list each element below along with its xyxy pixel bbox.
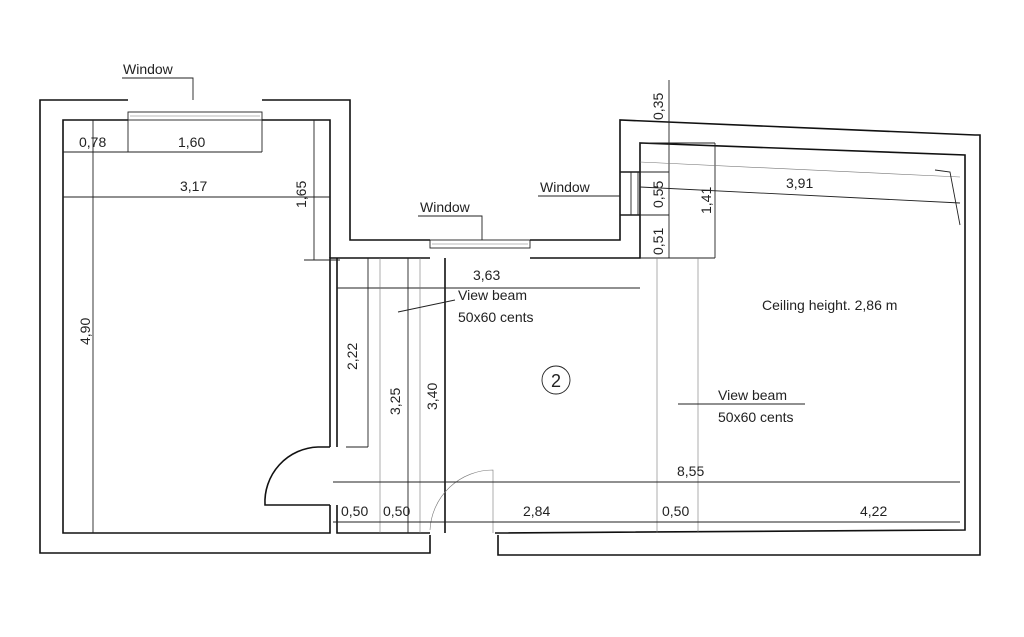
room-number-marker: 2 (541, 365, 571, 395)
dim-label: 2,22 (344, 343, 360, 370)
dimension-lines (63, 80, 961, 533)
window-label-right: Window (538, 179, 620, 197)
dim-label: 0,50 (662, 503, 689, 519)
dim-label: 0,55 (650, 181, 666, 208)
dim-label: 3,63 (473, 267, 500, 283)
dim-label: 3,25 (387, 388, 403, 415)
dim-label: 3,17 (180, 178, 207, 194)
dim-label: 0,78 (79, 134, 106, 150)
dim-label: 1,41 (698, 187, 714, 214)
window-left (127, 111, 263, 121)
dim-label: 4,22 (860, 503, 887, 519)
beam-label-2: View beam (718, 387, 787, 403)
window-label-middle: Window (418, 199, 483, 240)
dim-label: 8,55 (677, 463, 704, 479)
door-center (429, 469, 494, 533)
beam-size-2: 50x60 cents (718, 409, 794, 425)
dim-label: 1,60 (178, 134, 205, 150)
dim-label: 0,50 (341, 503, 368, 519)
room-number: 2 (551, 371, 561, 391)
door-left (264, 446, 330, 506)
dim-label: 1,65 (293, 181, 309, 208)
dim-label: 3,40 (424, 383, 440, 410)
beam-size-1: 50x60 cents (458, 309, 534, 325)
window-right (630, 171, 639, 216)
dim-label: 0,50 (383, 503, 410, 519)
dim-label: 2,84 (523, 503, 550, 519)
dim-label: 0,51 (650, 228, 666, 255)
window-label: Window (420, 199, 471, 215)
dimension-labels: 0,78 1,60 3,17 3,63 3,91 8,55 0,50 0,50 … (77, 93, 887, 519)
dim-label: 0,35 (650, 93, 666, 120)
beam-label-1: View beam (458, 287, 527, 303)
window-label: Window (540, 179, 591, 195)
outer-walls (39, 99, 981, 556)
window-label: Window (123, 61, 174, 77)
inner-walls (62, 119, 966, 534)
ceiling-height-label: Ceiling height. 2,86 m (762, 297, 897, 313)
window-label-left: Window (122, 61, 194, 100)
dim-label: 4,90 (77, 318, 93, 345)
dim-label: 3,91 (786, 175, 813, 191)
window-middle (429, 239, 531, 249)
